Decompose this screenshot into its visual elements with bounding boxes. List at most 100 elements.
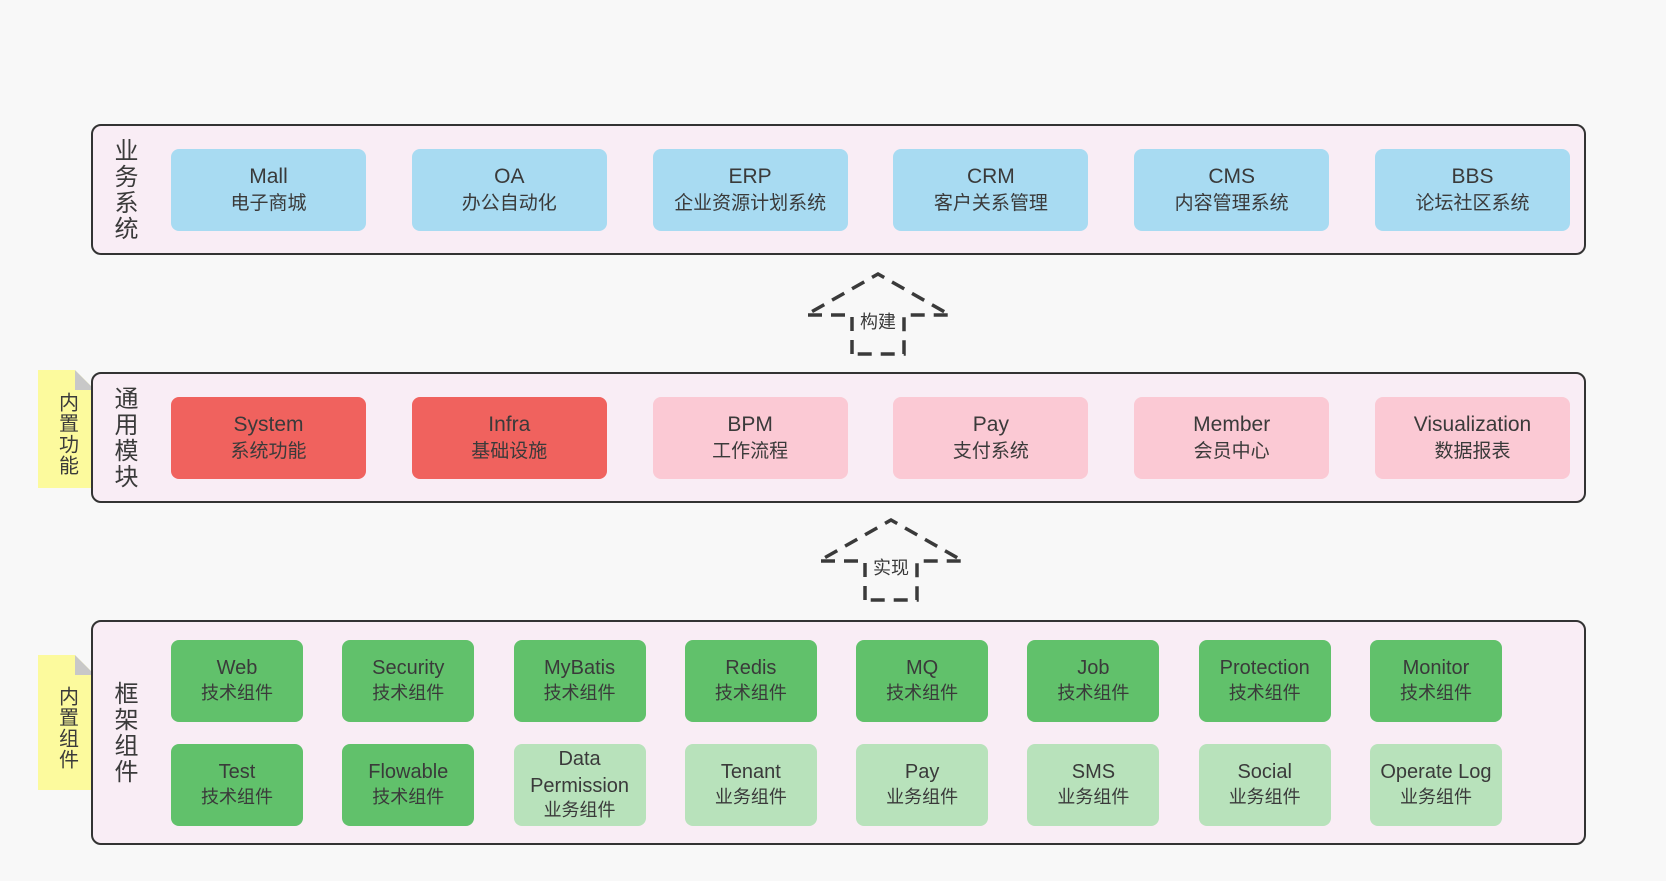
box-subtitle: 基础设施: [471, 440, 548, 462]
arrow-build-up: 构建: [802, 271, 954, 357]
box-subtitle: 技术组件: [201, 786, 273, 807]
box-mybatis: MyBatis 技术组件: [513, 639, 646, 722]
box-title: BBS: [1451, 165, 1494, 189]
box-title: Infra: [488, 413, 531, 437]
section-label-framework-components: 框架组件: [110, 680, 137, 785]
box-title: OA: [494, 165, 525, 189]
box-social: Social 业务组件: [1198, 743, 1331, 826]
box-bbs: BBS 论坛社区系统: [1374, 148, 1570, 231]
box-title: Security: [372, 657, 445, 680]
box-subtitle: 技术组件: [201, 682, 273, 703]
box-web: Web 技术组件: [171, 639, 303, 722]
box-subtitle: 客户关系管理: [933, 192, 1048, 214]
box-mq: MQ 技术组件: [856, 639, 989, 722]
box-title: Test: [218, 761, 256, 784]
box-subtitle: 技术组件: [1228, 682, 1301, 703]
box-subtitle: 技术组件: [372, 786, 445, 807]
box-title: Data Permission: [530, 748, 630, 797]
box-title: Job: [1077, 657, 1110, 680]
sticky-tag-builtin-features: 内置功能: [38, 370, 95, 488]
section-label-business-systems: 业务系统: [110, 137, 137, 242]
box-title: SMS: [1071, 761, 1116, 784]
box-title: Monitor: [1402, 657, 1470, 680]
panel-common-modules: 通用模块 System 系统功能 Infra 基础设施 BPM 工作流程 Pay…: [91, 372, 1586, 503]
box-title: Redis: [725, 657, 777, 680]
box-title: Operate Log: [1380, 761, 1492, 784]
box-system: System 系统功能: [171, 396, 366, 479]
box-security: Security 技术组件: [342, 639, 475, 722]
box-title: Social: [1237, 761, 1292, 784]
box-data-permission: Data Permission 业务组件: [513, 743, 646, 826]
arrow-implement-label: 实现: [867, 551, 915, 583]
box-bpm: BPM 工作流程: [652, 396, 848, 479]
box-operate-log: Operate Log 业务组件: [1369, 743, 1502, 826]
panel-framework-components: 框架组件 Web 技术组件 Security 技术组件 MyBatis 技术组件…: [91, 620, 1586, 845]
dashed-up-arrow-icon: [802, 271, 954, 356]
box-title: Pay: [972, 413, 1009, 437]
module-boxes-row: System 系统功能 Infra 基础设施 BPM 工作流程 Pay 支付系统…: [171, 396, 1570, 479]
box-title: Member: [1193, 413, 1271, 437]
box-subtitle: 会员中心: [1193, 440, 1270, 462]
sticky-tag-label: 内置组件: [55, 685, 78, 770]
box-subtitle: 业务组件: [714, 786, 787, 807]
box-subtitle: 论坛社区系统: [1415, 192, 1530, 214]
box-redis: Redis 技术组件: [684, 639, 817, 722]
framework-row-1: Web 技术组件 Security 技术组件 MyBatis 技术组件 Redi…: [171, 639, 1502, 722]
arrow-build-label: 构建: [854, 305, 902, 337]
business-boxes-row: Mall 电子商城 OA 办公自动化 ERP 企业资源计划系统 CRM 客户关系…: [171, 148, 1570, 231]
box-subtitle: 业务组件: [1399, 786, 1472, 807]
box-title: System: [233, 413, 304, 437]
box-title: MyBatis: [544, 657, 616, 680]
box-subtitle: 内容管理系统: [1174, 192, 1289, 214]
box-title: ERP: [728, 165, 772, 189]
box-subtitle: 技术组件: [372, 682, 445, 703]
box-protection: Protection 技术组件: [1198, 639, 1331, 722]
box-title: CRM: [966, 165, 1015, 189]
box-subtitle: 技术组件: [1057, 682, 1130, 703]
dashed-up-arrow-icon: [815, 517, 967, 602]
box-title: Mall: [249, 165, 288, 189]
box-oa: OA 办公自动化: [411, 148, 607, 231]
box-crm: CRM 客户关系管理: [893, 148, 1089, 231]
box-subtitle: 支付系统: [952, 440, 1029, 462]
section-label-common-modules: 通用模块: [110, 385, 137, 490]
box-subtitle: 办公自动化: [461, 192, 557, 214]
box-sms: SMS 业务组件: [1027, 743, 1160, 826]
box-flowable: Flowable 技术组件: [342, 743, 475, 826]
box-test: Test 技术组件: [171, 743, 303, 826]
box-title: CMS: [1208, 165, 1256, 189]
box-visualization: Visualization 数据报表: [1374, 396, 1570, 479]
box-subtitle: 技术组件: [543, 682, 616, 703]
framework-boxes-grid: Web 技术组件 Security 技术组件 MyBatis 技术组件 Redi…: [171, 639, 1502, 826]
framework-row-2: Test 技术组件 Flowable 技术组件 Data Permission …: [171, 743, 1502, 826]
box-tenant: Tenant 业务组件: [684, 743, 817, 826]
box-erp: ERP 企业资源计划系统: [652, 148, 848, 231]
box-title: Visualization: [1413, 413, 1532, 437]
box-subtitle: 工作流程: [712, 440, 789, 462]
box-title: Tenant: [720, 761, 781, 784]
box-subtitle: 技术组件: [886, 682, 959, 703]
box-title: BPM: [727, 413, 773, 437]
box-subtitle: 业务组件: [886, 786, 959, 807]
box-title: MQ: [906, 657, 939, 680]
box-pay-module: Pay 支付系统: [893, 396, 1089, 479]
box-job: Job 技术组件: [1027, 639, 1160, 722]
box-subtitle: 技术组件: [714, 682, 787, 703]
box-title: Flowable: [368, 761, 449, 784]
box-subtitle: 企业资源计划系统: [674, 192, 827, 214]
box-title: Web: [216, 657, 258, 680]
box-title: Protection: [1219, 657, 1310, 680]
box-subtitle: 数据报表: [1434, 440, 1511, 462]
box-cms: CMS 内容管理系统: [1134, 148, 1330, 231]
box-subtitle: 业务组件: [543, 800, 616, 821]
sticky-tag-label: 内置功能: [55, 392, 78, 476]
box-monitor: Monitor 技术组件: [1369, 639, 1502, 722]
box-infra: Infra 基础设施: [411, 396, 607, 479]
box-pay-component: Pay 业务组件: [856, 743, 989, 826]
arrow-implement-up: 实现: [815, 517, 967, 603]
box-member: Member 会员中心: [1134, 396, 1330, 479]
box-subtitle: 技术组件: [1399, 682, 1472, 703]
box-mall: Mall 电子商城: [171, 148, 366, 231]
box-subtitle: 系统功能: [230, 440, 307, 462]
